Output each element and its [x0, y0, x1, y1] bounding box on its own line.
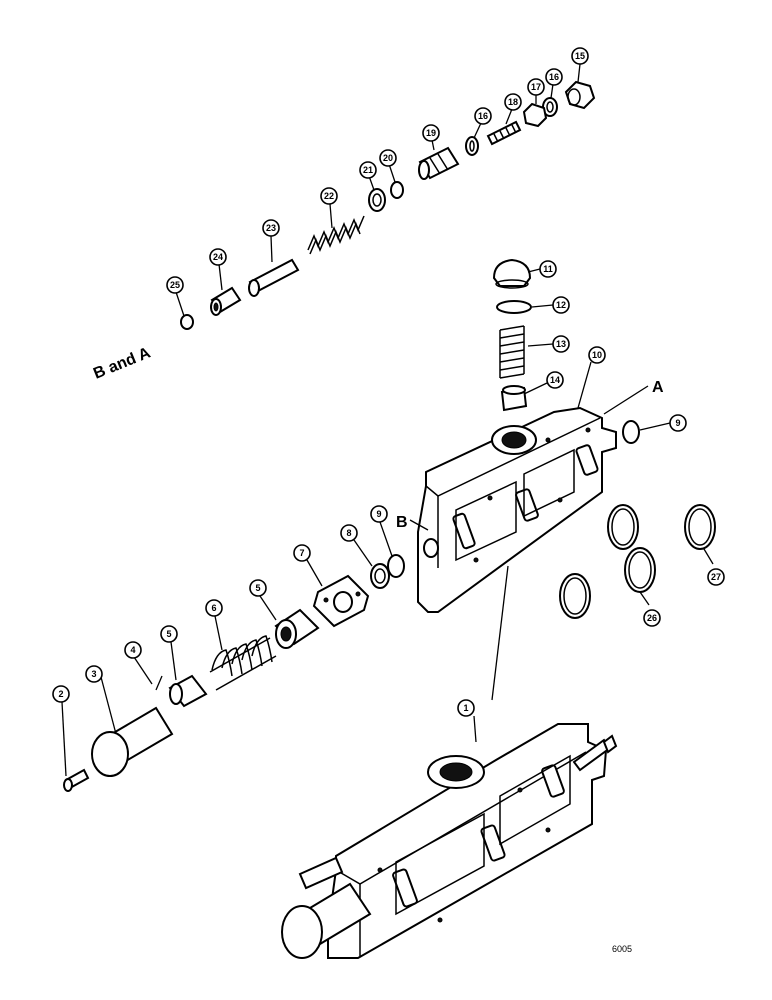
callout-19: 19 — [422, 124, 440, 142]
part-13-spring — [499, 325, 525, 379]
letter-b-label: B — [396, 514, 408, 531]
leader-lines — [61, 63, 714, 777]
part-21-backup-ring — [368, 188, 386, 212]
callout-26: 26 — [643, 609, 661, 627]
svg-text:8: 8 — [346, 528, 351, 538]
svg-text:11: 11 — [543, 264, 553, 274]
part-3-end-cap — [91, 706, 174, 777]
part-9-o-ring-a — [622, 420, 640, 444]
part-1-valve-section-assembly — [281, 723, 618, 959]
part-22-spring — [307, 215, 365, 255]
svg-text:1: 1 — [463, 703, 468, 713]
callout-16a: 16 — [545, 68, 563, 86]
svg-text:16: 16 — [549, 72, 559, 82]
svg-text:21: 21 — [363, 165, 373, 175]
svg-text:7: 7 — [299, 548, 304, 558]
callout-3: 3 — [85, 665, 103, 683]
part-24-seat — [210, 286, 242, 316]
part-20-o-ring — [390, 181, 404, 199]
part-25-o-ring — [180, 314, 194, 330]
part-15-cap-nut — [564, 80, 596, 110]
svg-text:6: 6 — [211, 603, 216, 613]
part-11-plug — [492, 258, 532, 289]
svg-text:22: 22 — [324, 191, 334, 201]
part-5-spring-retainer — [274, 608, 320, 649]
assembly-arrow-line — [491, 565, 509, 701]
callout-6: 6 — [205, 599, 223, 617]
svg-text:10: 10 — [592, 350, 602, 360]
part-10-section-housing — [417, 406, 617, 613]
svg-text:9: 9 — [675, 418, 680, 428]
svg-text:23: 23 — [266, 223, 276, 233]
callout-14: 14 — [546, 371, 564, 389]
svg-text:15: 15 — [575, 51, 585, 61]
svg-text:18: 18 — [508, 97, 518, 107]
callout-1: 1 — [457, 699, 475, 717]
o-ring-set — [559, 504, 716, 619]
svg-text:20: 20 — [383, 153, 393, 163]
letter-a-label: A — [652, 379, 664, 396]
callout-18: 18 — [504, 93, 522, 111]
callout-9b: 9 — [370, 505, 388, 523]
svg-text:27: 27 — [711, 572, 721, 582]
part-9-o-ring-b — [387, 554, 405, 578]
callout-5b: 5 — [160, 625, 178, 643]
callout-7: 7 — [293, 544, 311, 562]
callout-10: 10 — [588, 346, 606, 364]
callout-27: 27 — [707, 568, 725, 586]
svg-text:25: 25 — [170, 280, 180, 290]
part-4-washer — [155, 675, 163, 691]
part-14-poppet — [500, 385, 528, 412]
callout-20: 20 — [379, 149, 397, 167]
callout-17: 17 — [527, 78, 545, 96]
part-5-spring-retainer-b — [168, 674, 208, 708]
svg-text:26: 26 — [647, 613, 657, 623]
callout-15: 15 — [571, 47, 589, 65]
svg-text:5: 5 — [255, 583, 260, 593]
part-18-adjusting-screw — [486, 120, 522, 146]
part-12-o-ring — [496, 300, 532, 314]
callout-24: 24 — [209, 248, 227, 266]
b-and-a-label: B and A — [91, 344, 153, 382]
svg-text:14: 14 — [550, 375, 560, 385]
callout-5a: 5 — [249, 579, 267, 597]
callout-2: 2 — [52, 685, 70, 703]
callout-4: 4 — [124, 641, 142, 659]
part-2-cap-screw — [63, 768, 90, 792]
svg-text:12: 12 — [556, 300, 566, 310]
callout-21: 21 — [359, 161, 377, 179]
svg-text:5: 5 — [166, 629, 171, 639]
svg-text:2: 2 — [58, 689, 63, 699]
svg-text:9: 9 — [376, 509, 381, 519]
callout-11: 11 — [539, 260, 557, 278]
svg-text:24: 24 — [213, 252, 223, 262]
svg-text:3: 3 — [91, 669, 96, 679]
callout-12: 12 — [552, 296, 570, 314]
callout-25: 25 — [166, 276, 184, 294]
part-6-centering-spring — [209, 635, 277, 691]
callout-16b: 16 — [474, 107, 492, 125]
part-16-washer-b — [465, 136, 479, 156]
part-7-plate — [312, 574, 370, 628]
svg-text:17: 17 — [531, 82, 541, 92]
callout-23: 23 — [262, 219, 280, 237]
svg-text:13: 13 — [556, 339, 566, 349]
part-23-poppet — [248, 258, 300, 297]
part-17-jam-nut — [522, 102, 548, 128]
callout-22: 22 — [320, 187, 338, 205]
figure-number: 6005 — [612, 944, 632, 954]
part-19-relief-valve-body — [418, 146, 460, 180]
callout-9a: 9 — [669, 414, 687, 432]
svg-text:4: 4 — [130, 645, 135, 655]
callout-13: 13 — [552, 335, 570, 353]
svg-text:16: 16 — [478, 111, 488, 121]
callout-8: 8 — [340, 524, 358, 542]
part-8-backup-ring — [370, 563, 390, 589]
svg-text:19: 19 — [426, 128, 436, 138]
